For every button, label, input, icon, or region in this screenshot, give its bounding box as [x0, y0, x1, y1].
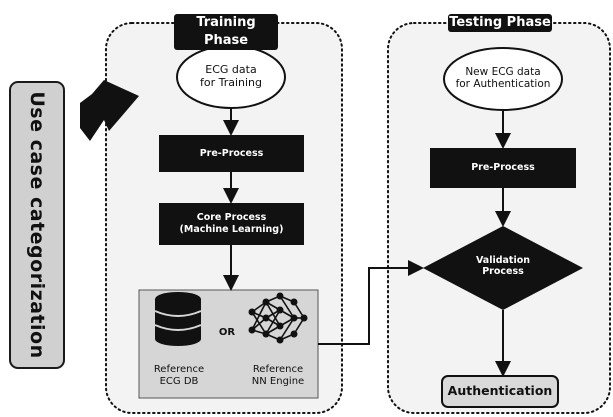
training-phase-title: Training Phase: [174, 14, 278, 50]
validation-label: Validation Process: [463, 255, 543, 278]
testing-input-line1: New ECG data: [465, 66, 541, 78]
reference-nn-line1: Reference: [252, 364, 304, 375]
database-icon: [154, 292, 202, 346]
reference-db-line2: ECG DB: [159, 375, 199, 387]
core-process-line2: (Machine Learning): [179, 224, 284, 235]
testing-preprocess-label: Pre-Process: [471, 162, 535, 174]
core-process-line1: Core Process: [196, 212, 267, 224]
validation-line2: Process: [482, 265, 524, 277]
reference-nn-label: Reference NN Engine: [238, 364, 318, 387]
testing-phase-title: Testing Phase: [448, 14, 552, 32]
testing-input-label: New ECG data for Authentication: [446, 66, 560, 90]
training-preprocess-box: Pre-Process: [159, 135, 304, 172]
arrow-reference-to-validation: [318, 260, 424, 345]
authentication-label: Authentication: [447, 383, 553, 398]
reference-db-label: Reference ECG DB: [140, 364, 218, 387]
big-arrow-icon: [80, 80, 139, 141]
testing-input-line2: for Authentication: [455, 78, 551, 91]
core-process-box: Core Process (Machine Learning): [159, 203, 304, 245]
or-label: OR: [218, 327, 236, 338]
testing-preprocess-box: Pre-Process: [430, 148, 576, 188]
training-input-label: ECG data for Training: [181, 63, 281, 89]
validation-line1: Validation: [475, 255, 531, 266]
training-input-line1: ECG data: [205, 63, 257, 76]
training-input-line2: for Training: [199, 75, 263, 89]
use-case-label-box: Use case categorization: [9, 81, 65, 369]
use-case-label: Use case categorization: [26, 91, 48, 359]
neural-network-icon: [248, 292, 308, 344]
validation-diamond: [423, 226, 583, 310]
training-preprocess-label: Pre-Process: [199, 147, 264, 159]
reference-db-line1: Reference: [153, 364, 205, 375]
reference-nn-line2: NN Engine: [251, 375, 305, 387]
